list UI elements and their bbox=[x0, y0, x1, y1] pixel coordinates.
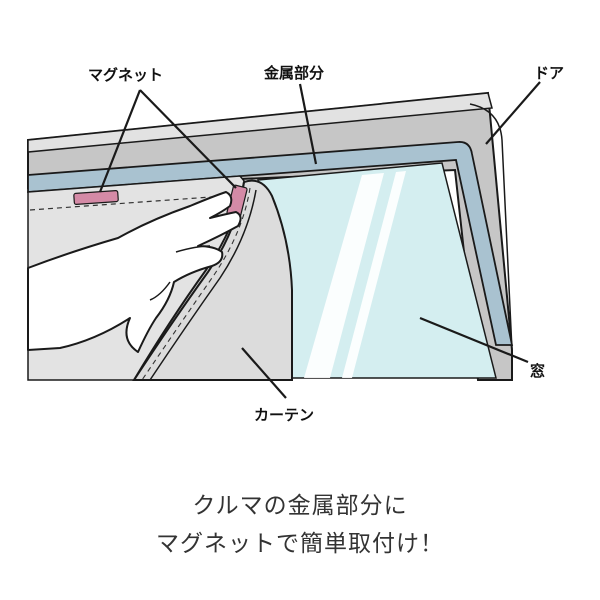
label-magnet: マグネット bbox=[88, 66, 163, 84]
hand-illustration bbox=[27, 191, 242, 353]
leader-line-window bbox=[419, 316, 529, 364]
glass-reflection-thin bbox=[342, 171, 406, 378]
glass-reflection bbox=[304, 173, 384, 378]
curtain-seam bbox=[29, 195, 226, 211]
caption-line-2: マグネットで簡単取付け！ bbox=[156, 531, 444, 557]
curtain-flap-edge-inner bbox=[149, 189, 257, 381]
leader-line-curtain bbox=[241, 347, 287, 399]
curtain-flap-seam bbox=[141, 187, 251, 381]
label-metal-part: 金属部分 bbox=[263, 64, 324, 82]
magnet-left bbox=[73, 190, 119, 205]
leader-line-magnet-1 bbox=[98, 89, 142, 193]
curtain-diagram: マグネット 金属部分 ドア 窓 カーテン bbox=[27, 64, 564, 424]
door-edge bbox=[469, 103, 513, 351]
label-door: ドア bbox=[534, 64, 564, 82]
door-frame-top bbox=[27, 92, 493, 153]
hand-finger-line bbox=[175, 245, 211, 253]
caption-line-1: クルマの金属部分に bbox=[192, 493, 408, 519]
label-curtain: カーテン bbox=[254, 406, 314, 424]
leader-line-magnet-2 bbox=[139, 89, 237, 189]
leader-line-metal bbox=[298, 83, 318, 165]
leader-line-door bbox=[485, 81, 541, 145]
metal-strip bbox=[27, 141, 514, 346]
hand-finger-line bbox=[149, 281, 171, 301]
label-window: 窓 bbox=[530, 362, 545, 380]
